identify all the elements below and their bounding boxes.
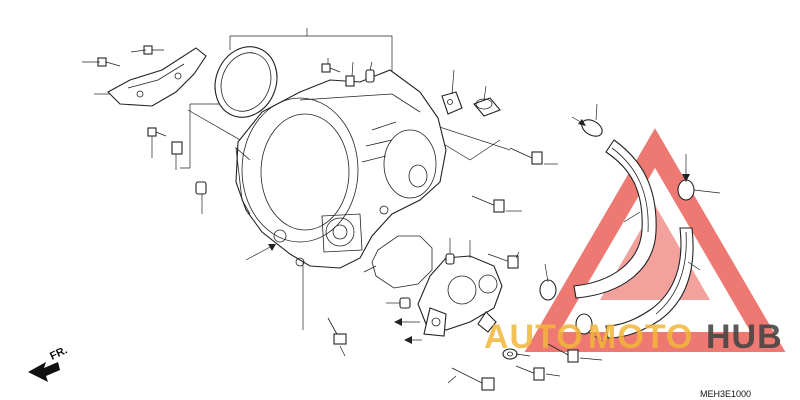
hose-clamps xyxy=(539,119,695,335)
watermark-moto: MOTO xyxy=(588,318,693,356)
front-direction-arrow: FR. xyxy=(28,344,69,382)
water-pump-cover xyxy=(417,255,503,337)
watermark-hub: HUB xyxy=(706,318,783,356)
cover-plate xyxy=(107,47,207,107)
reference-arrows xyxy=(245,116,690,344)
clutch-cover xyxy=(235,69,447,269)
watermark-auto: AUTO xyxy=(484,318,584,356)
oil-seal xyxy=(214,46,278,118)
front-label: FR. xyxy=(48,344,69,362)
water-hose-upper xyxy=(573,139,657,299)
hose-clamp-13 xyxy=(473,97,501,117)
leader-lines xyxy=(82,49,721,384)
diagram-code: MEH3E1000 xyxy=(700,389,751,399)
watermark-text: AUTO MOTO HUB xyxy=(484,318,783,356)
water-pump-gasket xyxy=(371,235,433,289)
hose-bracket xyxy=(441,91,463,115)
water-hose-lower xyxy=(605,227,694,339)
